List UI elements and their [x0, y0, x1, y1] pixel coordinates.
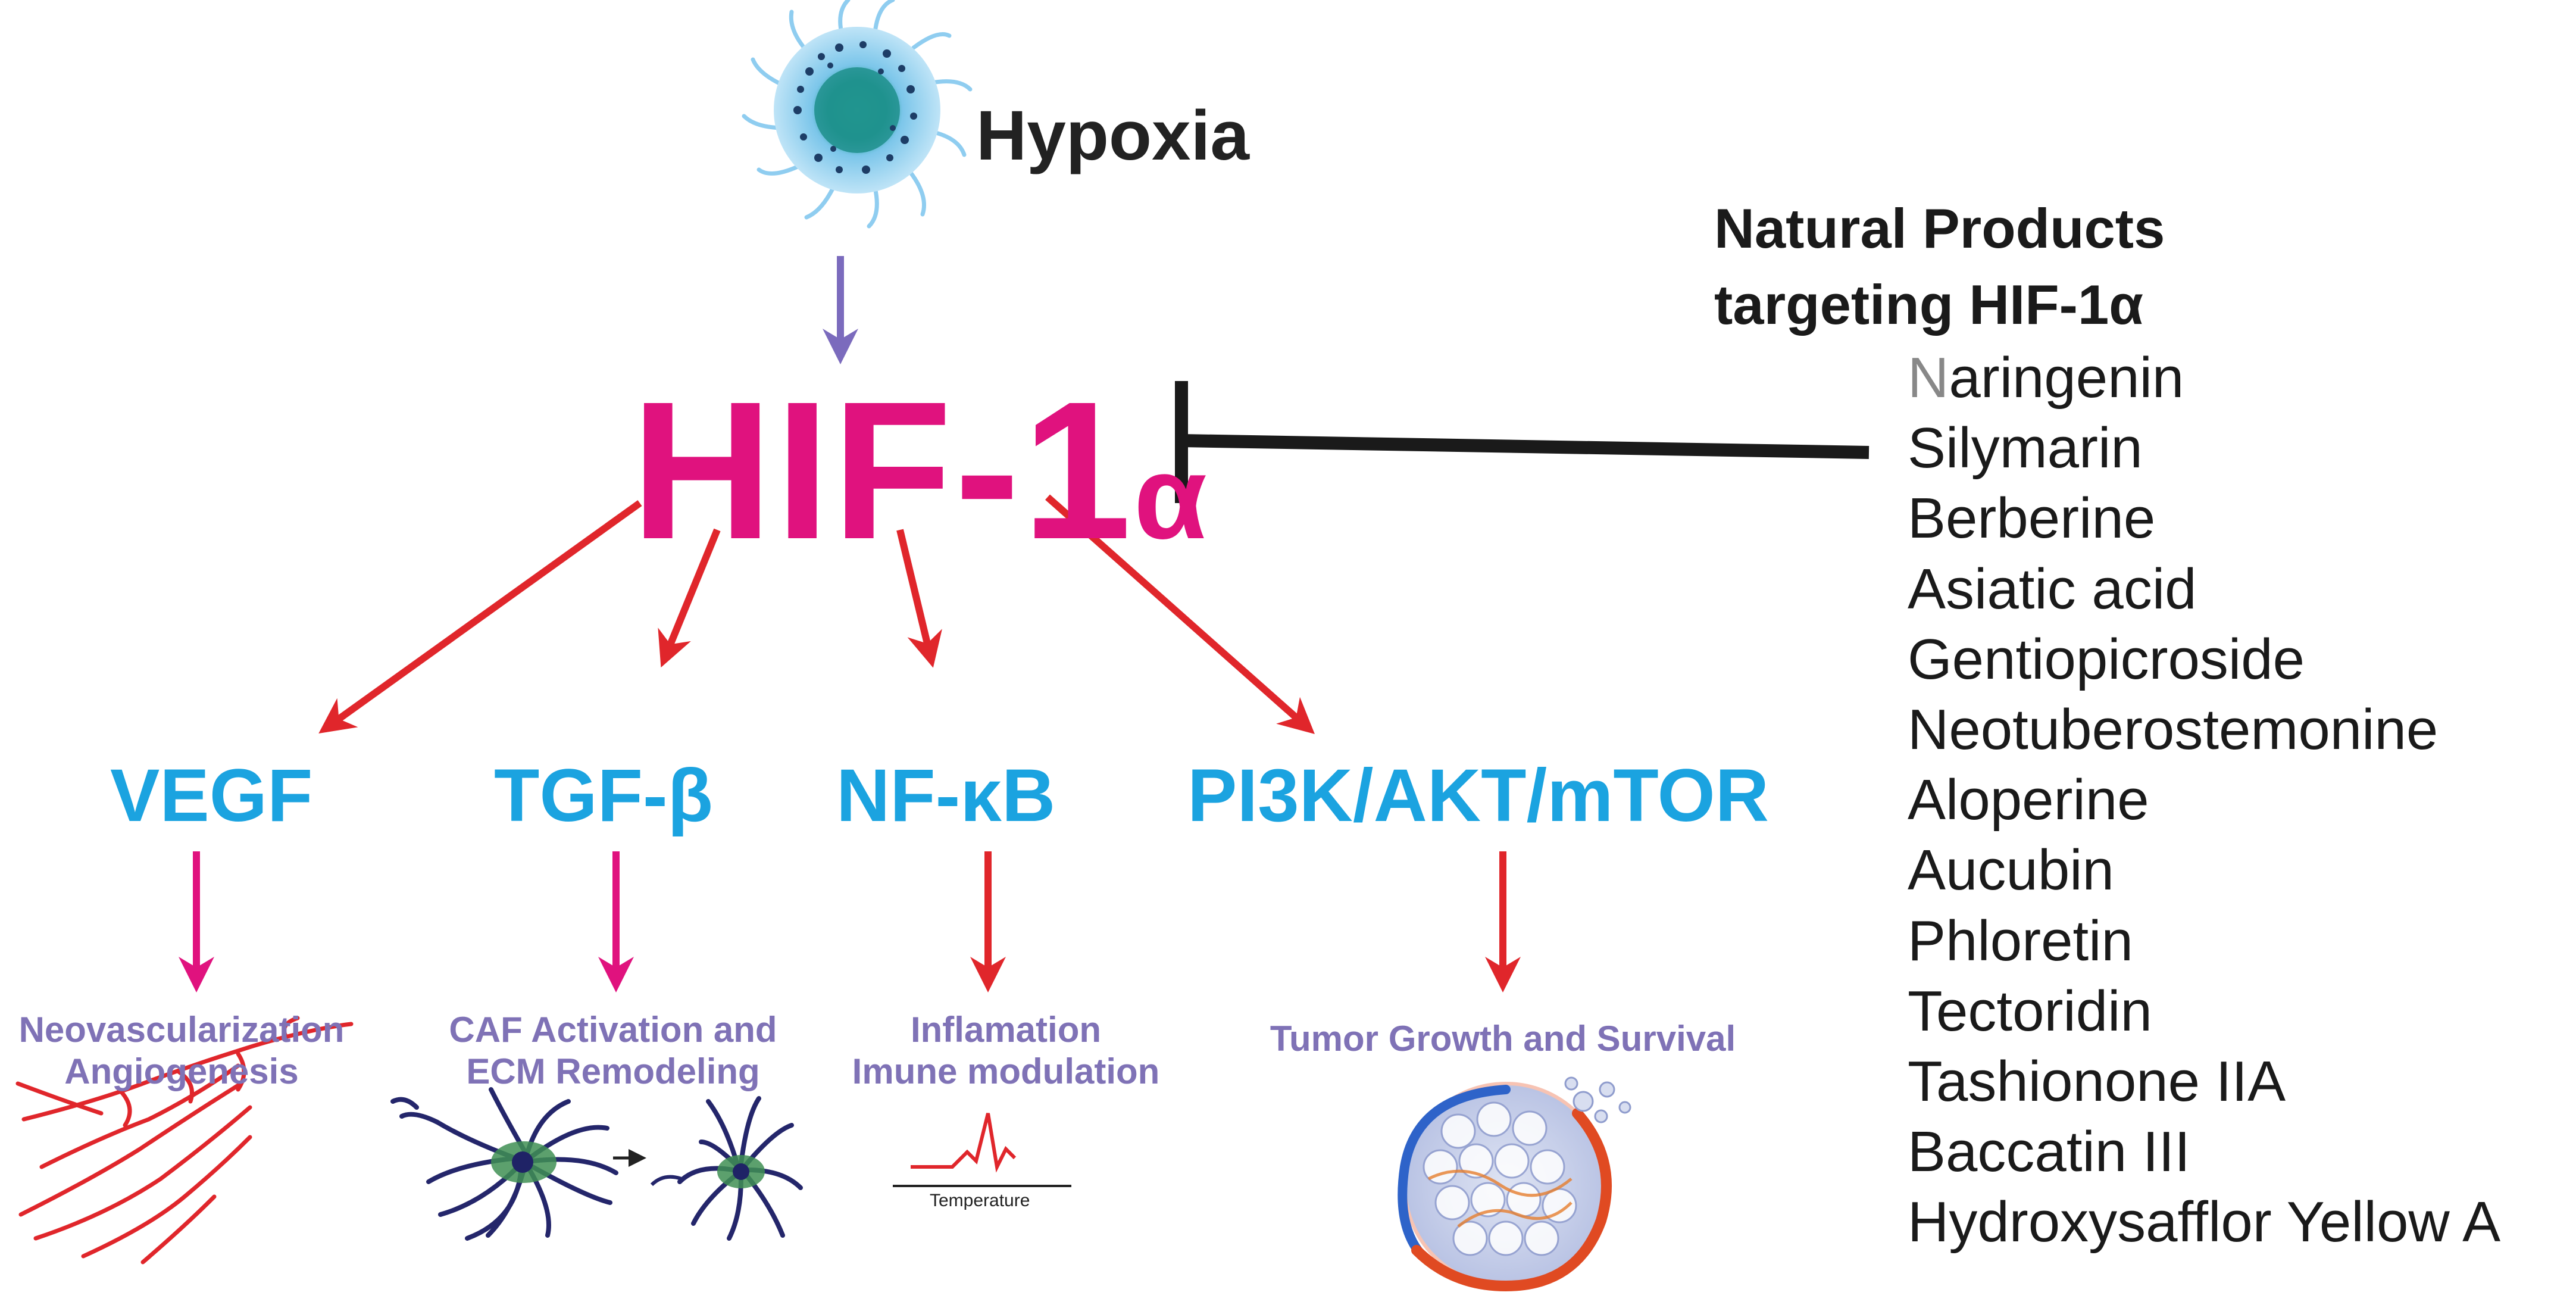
effect-line: Neovascularization: [18, 1010, 345, 1050]
pathway-vegf: VEGF: [110, 754, 313, 837]
np-item: Neotuberostemonine: [1908, 698, 2439, 762]
natural-products-title: Natural Products targeting HIF-1α: [1714, 191, 2165, 343]
np-item-rest: aringenin: [1949, 346, 2184, 410]
hypoxia-cell-icon: [742, 0, 973, 229]
np-item: Naringenin: [1908, 343, 2500, 413]
blood-vessels-icon: [15, 1016, 354, 1265]
hypoxia-label: Hypoxia: [976, 96, 1250, 175]
inhibition-symbol: [1175, 381, 1870, 503]
fibroblast-icon: [390, 1087, 803, 1241]
np-item: Asiatic acid: [1908, 557, 2197, 621]
pathway-pi3k-akt-mtor: PI3K/AKT/mTOR: [1187, 754, 1769, 837]
tumor-icon: [1398, 1076, 1631, 1292]
hif-1a-label: HIF-1α: [631, 357, 1209, 583]
effect-caf-activation: CAF Activation and ECM Remodeling: [429, 1009, 798, 1092]
np-item: Baccatin III: [1908, 1120, 2190, 1184]
np-item: Tashionone IIA: [1908, 1050, 2286, 1114]
effect-line: Inflamation: [910, 1010, 1101, 1050]
effect-line: Angiogenesis: [64, 1051, 299, 1091]
effect-angiogenesis: Neovascularization Angiogenesis: [3, 1009, 360, 1092]
np-item: Phloretin: [1908, 909, 2133, 973]
np-item: Hydroxysafflor Yellow A: [1908, 1190, 2501, 1254]
temperature-graph-icon: [893, 1113, 1071, 1187]
np-item-initial: N: [1908, 346, 1949, 410]
np-item: Silymarin: [1908, 416, 2143, 480]
arrow-hif-nfkb: [896, 529, 942, 668]
hif-main: HIF-1: [631, 360, 1134, 580]
effect-line: Imune modulation: [852, 1051, 1160, 1091]
temperature-label: Temperature: [930, 1191, 1030, 1210]
np-item: Aucubin: [1908, 838, 2114, 903]
arrow-hif-pi3k: [1045, 494, 1315, 734]
arrow-hif-tgf: [658, 528, 721, 668]
np-title-line: Natural Products: [1714, 197, 2165, 260]
effect-line: ECM Remodeling: [466, 1051, 760, 1091]
effect-line: CAF Activation and: [449, 1010, 777, 1050]
effect-line: Tumor Growth and Survival: [1270, 1019, 1736, 1059]
np-item: Gentiopicroside: [1908, 627, 2305, 691]
arrow-hif-vegf: [318, 500, 642, 733]
hif-alpha: α: [1134, 431, 1209, 564]
pathway-nf-kb: NF-κB: [836, 754, 1056, 837]
effect-inflammation: Inflamation Imune modulation: [839, 1009, 1173, 1092]
np-item: Aloperine: [1908, 768, 2149, 832]
pathway-tgf-beta: TGF-β: [494, 754, 713, 837]
np-title-line: targeting HIF-1α: [1714, 273, 2144, 336]
np-item: Tectoridin: [1908, 979, 2152, 1043]
np-item: Berberine: [1908, 486, 2156, 551]
effect-tumor-growth: Tumor Growth and Survival: [1220, 1018, 1786, 1060]
